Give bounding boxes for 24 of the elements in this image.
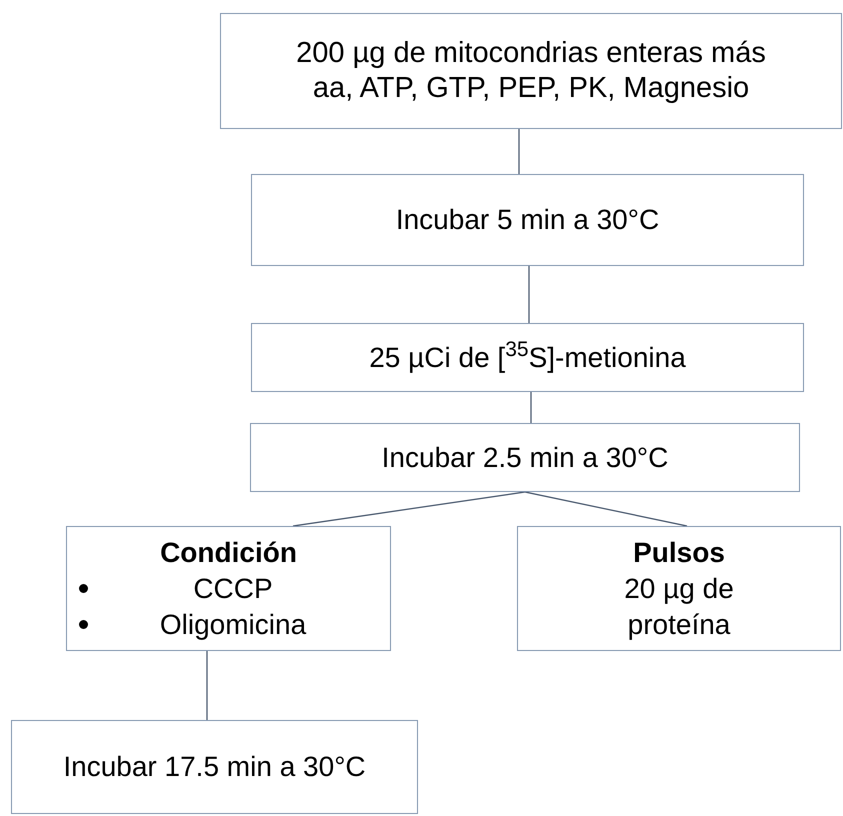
node-text: Incubar 2.5 min a 30°C <box>380 440 670 474</box>
connector-line <box>530 392 532 423</box>
process-box <box>251 174 804 266</box>
node-text: Condición <box>159 536 298 570</box>
node-text: 20 µg de proteína <box>623 572 735 642</box>
process-box <box>250 423 800 492</box>
node-text: 200 µg de mitocondrias enteras más <box>296 36 766 71</box>
node-text: Pulsos <box>632 536 726 570</box>
node-text: 25 µCi de [$^{35}$S]-metionina <box>368 340 687 375</box>
process-box <box>66 526 391 651</box>
node-text: CCCP <box>192 572 274 606</box>
node-text: Incubar 17.5 min a 30°C <box>62 750 367 784</box>
node-text: aa, ATP, GTP, PEP, PK, Magnesio <box>312 71 750 106</box>
process-box <box>220 13 842 129</box>
connector-line <box>518 129 520 174</box>
connector-line <box>528 266 530 323</box>
node-text: Incubar 5 min a 30°C <box>394 203 660 237</box>
process-box <box>517 526 841 651</box>
process-box <box>251 323 804 392</box>
process-box <box>11 720 418 814</box>
connector-line <box>292 491 526 527</box>
connector-line <box>524 491 688 527</box>
connector-line <box>206 651 208 720</box>
node-text: Oligomicina <box>158 608 308 642</box>
